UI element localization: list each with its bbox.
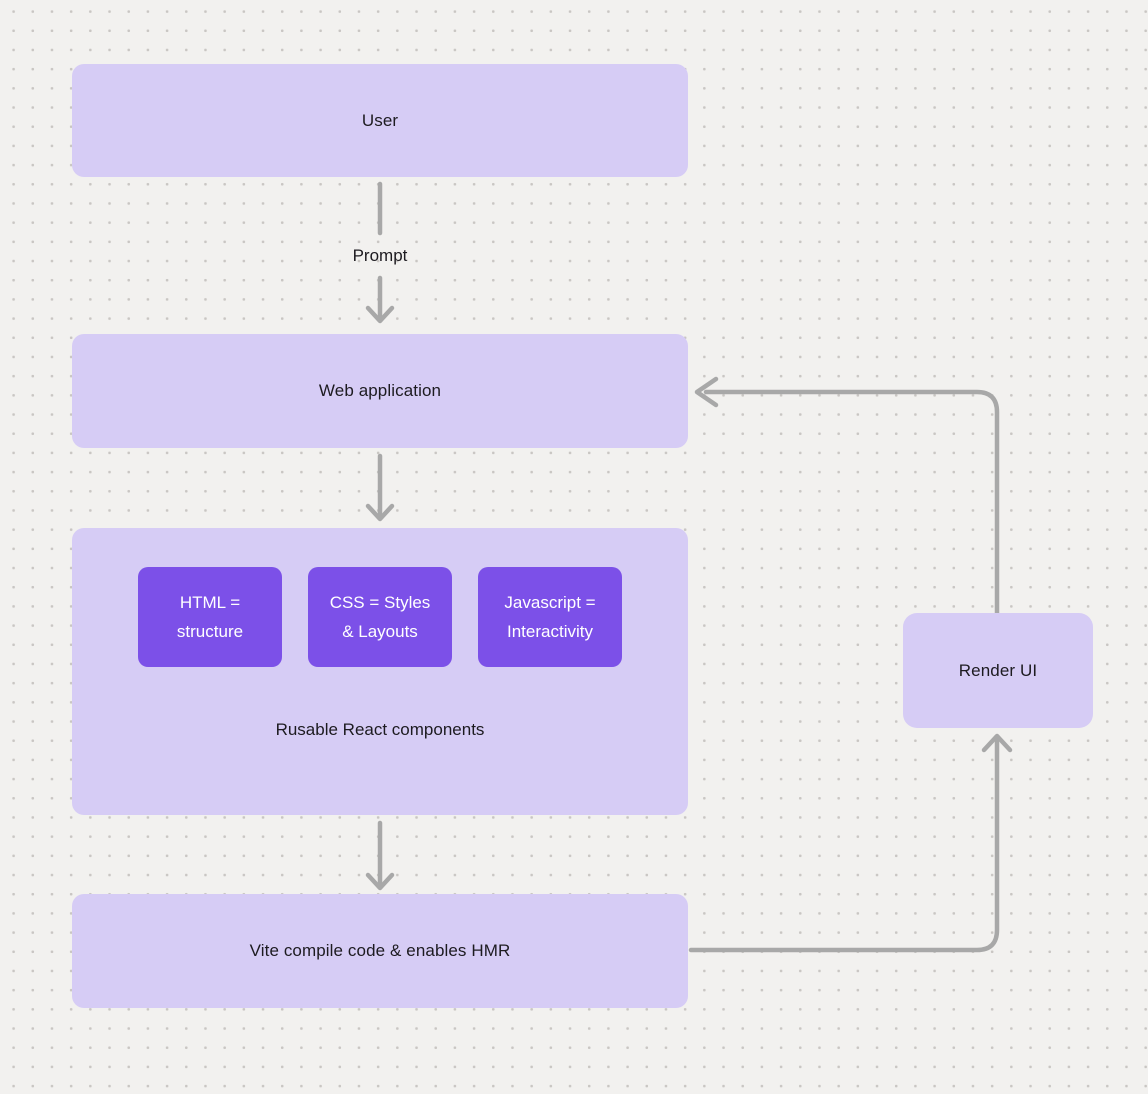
arrowhead-down-icon [365, 872, 395, 891]
arrowhead-down-icon [365, 503, 395, 522]
vite-node: Vite compile code & enables HMR [72, 894, 688, 1008]
arrowhead-up-icon [981, 733, 1013, 753]
javascript-interactivity-line1: Javascript = [504, 593, 596, 612]
prompt-edge-label: Prompt [352, 246, 408, 265]
edge-render-to-webapp-line [703, 389, 1000, 616]
arrowhead-left-icon [694, 376, 719, 408]
html-structure-node: HTML = structure [138, 567, 282, 667]
css-styles-line2: & Layouts [342, 622, 418, 641]
vite-node-label: Vite compile code & enables HMR [249, 941, 511, 960]
web-application-node: Web application [72, 334, 688, 448]
web-application-node-label: Web application [318, 381, 442, 400]
arrowhead-down-icon [365, 305, 395, 324]
render-ui-node-label: Render UI [958, 660, 1038, 680]
edge-vite-to-render-line [688, 737, 1000, 953]
user-node: User [72, 64, 688, 177]
javascript-interactivity-node: Javascript = Interactivity [478, 567, 622, 667]
html-structure-line2: structure [176, 622, 244, 641]
render-ui-node: Render UI [903, 613, 1093, 728]
javascript-interactivity-line2: Interactivity [507, 622, 593, 641]
user-node-label: User [361, 110, 399, 130]
css-styles-node: CSS = Styles & Layouts [308, 567, 452, 667]
html-structure-line1: HTML = [179, 593, 241, 612]
css-styles-line1: CSS = Styles [329, 593, 431, 612]
reusable-react-components-label: Rusable React components [275, 720, 485, 739]
